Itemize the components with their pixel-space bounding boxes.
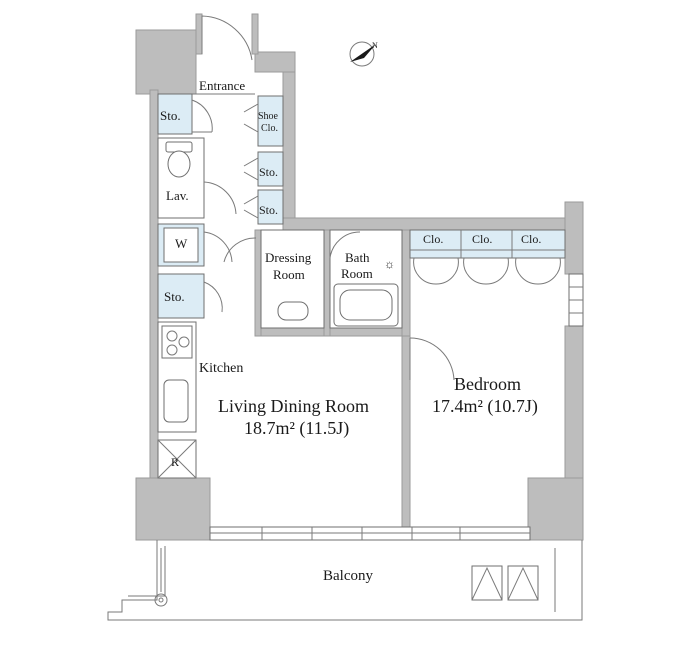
label-refrigerator: R	[171, 455, 179, 469]
wall-left-top	[135, 29, 197, 95]
label-bedroom-area: 17.4m² (10.7J)	[432, 396, 538, 417]
label-entrance: Entrance	[199, 78, 245, 93]
balcony-window	[209, 526, 531, 541]
label-washer: W	[175, 236, 188, 251]
shower-icon: ☼	[384, 257, 395, 271]
balcony	[107, 540, 583, 621]
wall-bath-bottom	[254, 327, 411, 337]
compass-ring	[349, 41, 375, 67]
wall-entrance-right	[282, 51, 296, 231]
shoe-closet	[257, 95, 284, 147]
wall-left	[149, 89, 159, 511]
label-ldr-name: Living Dining Room	[218, 396, 369, 416]
label-shoe-closet-2: Clo.	[261, 123, 278, 134]
bath-room-door	[329, 231, 361, 259]
wash-basin-icon	[277, 301, 309, 321]
storage-low	[157, 273, 205, 319]
outdoor-unit-1-mark	[471, 566, 503, 601]
storage-mid-doors	[243, 157, 259, 219]
wall-entrance-top-right	[254, 51, 296, 73]
label-ldr-area: 18.7m² (11.5J)	[244, 418, 349, 439]
refrigerator-cross	[157, 439, 197, 479]
burner-icon	[166, 330, 178, 342]
label-bath-2: Room	[341, 266, 373, 281]
wall-dressing-bath	[323, 229, 331, 337]
label-closet-2: Clo.	[472, 232, 492, 246]
compass-needle	[350, 44, 376, 62]
balcony-outline	[107, 540, 583, 621]
wall-bath-right	[401, 229, 411, 337]
label-storage-mid-2: Sto.	[259, 203, 278, 217]
label-bath-1: Bath	[345, 250, 370, 265]
burner-icon	[166, 344, 178, 356]
entrance-door-jamb-right	[251, 13, 259, 55]
bedroom-door	[409, 337, 455, 381]
storage-mid-1	[257, 151, 284, 187]
cooktop	[161, 325, 193, 359]
label-balcony: Balcony	[323, 568, 373, 584]
north-arrow-icon: N	[349, 41, 378, 67]
wall-top-middle	[282, 217, 584, 231]
bedroom-closets	[409, 229, 566, 259]
outdoor-unit-1	[471, 565, 503, 601]
label-storage-mid-1: Sto.	[259, 165, 278, 179]
label-storage-top: Sto.	[160, 108, 181, 123]
closet-doors	[413, 257, 561, 285]
outdoor-unit-2	[507, 565, 539, 601]
label-closet-1: Clo.	[423, 232, 443, 246]
storage-low-door	[203, 281, 223, 313]
sink-icon	[163, 379, 189, 423]
wall-dressing-left	[254, 229, 262, 337]
label-storage-low: Sto.	[164, 289, 185, 304]
outdoor-unit-2-mark	[507, 566, 539, 601]
entrance-door	[201, 15, 253, 61]
wall-left-bottom	[135, 477, 211, 541]
wall-right	[564, 325, 584, 487]
dressing-room-door	[223, 237, 257, 263]
burner-icon	[178, 336, 190, 348]
label-bedroom-name: Bedroom	[454, 374, 521, 394]
lavatory-door	[203, 181, 237, 215]
balcony-drain-center	[158, 597, 164, 603]
storage-top-left-door	[191, 99, 213, 133]
wall-ldr-bedroom	[401, 332, 411, 529]
washer-tray	[163, 227, 199, 263]
label-shoe-closet-1: Shoe	[258, 111, 279, 122]
washer-door	[203, 231, 233, 263]
compass-n: N	[372, 41, 378, 50]
toilet-icon	[167, 150, 191, 178]
storage-top-left	[157, 93, 193, 135]
label-lavatory: Lav.	[166, 188, 189, 203]
label-dressing-2: Room	[273, 267, 305, 282]
bathtub-basin	[339, 289, 393, 321]
label-kitchen: Kitchen	[199, 361, 243, 376]
label-closet-3: Clo.	[521, 232, 541, 246]
balcony-drain	[154, 593, 168, 607]
shoe-closet-doors	[243, 103, 259, 133]
storage-mid-2	[257, 189, 284, 225]
label-dressing-1: Dressing	[265, 250, 312, 265]
wall-right-top	[564, 201, 584, 275]
wall-right-bottom	[527, 477, 584, 541]
balcony-inner-rail	[128, 546, 166, 597]
entrance-door-jamb-left	[195, 13, 203, 55]
